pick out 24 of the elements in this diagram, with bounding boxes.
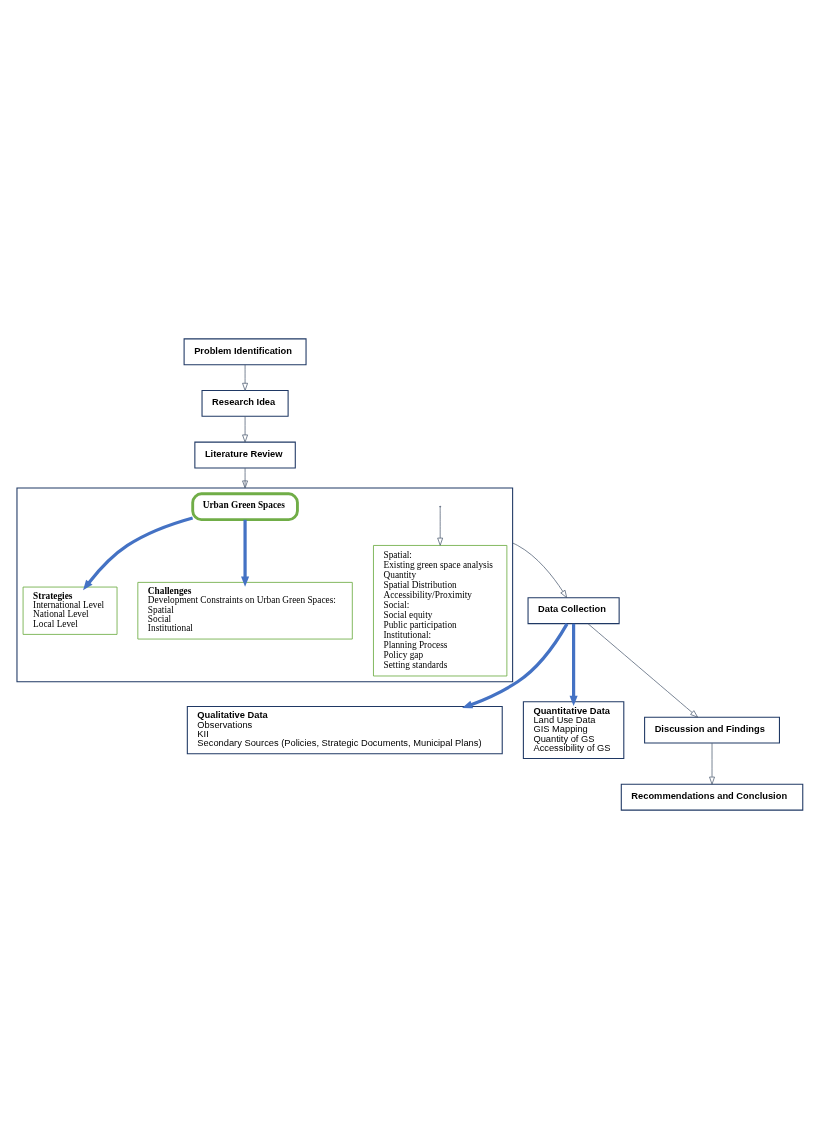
arrow [569,623,578,706]
node-box: Research Idea [201,389,289,417]
cluster [16,487,514,682]
node-box: Problem Identification [183,337,307,365]
node-box: Data Collection [527,596,620,624]
arrow [242,467,248,488]
arrow [512,542,568,598]
node-box: Spatial: Existing green space analysis Quantity Spatial Distribution Accessibility/Proximity Social: Social equity Public participation Institutional: Planning Process Policy gap Setting standards [373,544,508,676]
arrow [462,622,569,708]
node-box: Urban Green Spaces [191,491,299,521]
node-box: Challenges Development Constraints on Urban Green Spaces: Spatial Social Institutional [137,581,353,639]
arrow [241,519,250,587]
arrow [587,623,699,718]
node-box: Literature Review [194,441,296,469]
arrow [242,415,248,442]
arrow [242,364,248,391]
node-box: Discussion and Findings [644,716,780,744]
node-box: Strategies International Level National Level Local Level [22,586,118,635]
arrow [83,515,194,590]
node-box: Recommendations and Conclusion [620,783,804,811]
arrow [437,506,444,546]
node-box: Qualitative Data Observations KII Secondary Sources (Policies, Strategic Documents, Municipal Plans) [186,705,503,754]
node-box: Quantitative Data Land Use Data GIS Mapping Quantity of GS Accessibility of GS [522,700,625,759]
arrow [709,742,715,785]
